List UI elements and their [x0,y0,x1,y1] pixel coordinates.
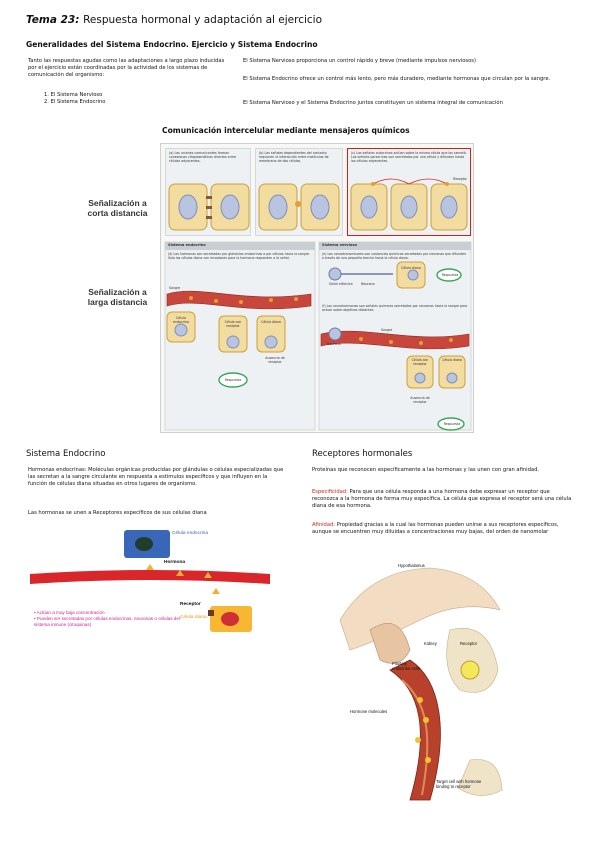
receptor-cell-label: Célula con receptor [224,320,242,328]
target-cell-label-diagram: Célula diana [180,615,207,620]
neuron-label-2: Neurona [327,342,341,346]
receptors-p1: Proteínas que reconocen específicamente … [312,467,540,473]
affinity-text: Propiedad gracias a la cual las hormonas… [312,522,559,536]
blood-stream-shape [30,570,270,584]
panel-e-text: (e) Los neurotransmisores son sustancias… [322,252,467,260]
figure-drawing: Receptor [164,177,472,431]
overview-heading: Generalidades del Sistema Endocrino. Eje… [26,40,318,49]
panel-a-text: (a) Las uniones comunicantes forman cone… [169,151,237,163]
target-cell-label-2: Célula diana [442,358,462,362]
receptor-label-illustration: Receptor [460,641,477,646]
overview-p2: El Sistema Endocrino ofrece un control m… [243,76,551,82]
affinity-label: Afinidad: [312,522,336,528]
target-cell-label: Célula diana [261,320,281,324]
overview-intro: Tanto las respuestas agudas como las ada… [28,58,225,79]
receptors-p2: Especificidad: Para que una célula respo… [312,489,572,511]
hormone-bullets: • Actúan a muy baja concentración • Pued… [34,610,184,628]
hormone-molecules-label: Hormone molecules [350,709,388,714]
panel-d-text: (d) Las hormonas son secretadas por glán… [168,252,310,260]
blood-vessel-endocrine [166,290,312,310]
list-item: 2. El Sistema Endocrino [44,98,106,105]
neuron-label: Neurona [361,282,375,286]
receptor-cell-label-2: Célula con receptor [411,358,429,366]
blood-label-nervous: Sangre [381,328,393,332]
hormone-diagram [30,530,270,632]
panel-b-text: (b) Las señales dependientes del contact… [259,151,329,163]
endocrine-cell-label: Célula endocrina [172,531,209,536]
receptor-label-diagram: Receptor [180,602,201,607]
intercellular-figure: (a) Las uniones comunicantes forman cone… [160,143,474,433]
bullet-item: • Actúan a muy baja concentración [34,610,105,615]
bullet-item: • Pueden ser secretadas por células endo… [34,616,180,627]
receptor-label: Receptor [453,177,468,181]
target-cell-illustration-label: Target cell with hormone binding to rece… [436,779,482,789]
figure-heading: Comunicación intercelular mediante mensa… [162,126,410,135]
response-label-3: Respuesta [443,422,461,426]
electric-signal-label: Señal eléctrica [329,282,353,286]
blood-stream-label: Torrente sanguíneo [40,576,82,581]
short-distance-label: Señalización a corta distancia [87,198,148,218]
endocrine-p1: Hormonas endocrinas: Moléculas orgánicas… [28,467,284,488]
target-cell-label-nervous: Célula diana [401,266,421,270]
panel-c-text: (c) Las señales autocrinas actúan sobre … [351,151,467,163]
endocrine-panel-header: Sistema endocrino [165,242,315,248]
panel-f-text: (f) Los neurohormonas son señales químic… [322,304,468,312]
hypothalamus-label: Hypothalamus [398,563,425,568]
blood-label-endocrine: Sangre [169,286,181,290]
no-receptor-label-2: Ausencia de receptor [410,396,430,404]
title-lead: Tema 23: [26,14,80,26]
receptors-p3: Afinidad: Propiedad gracias a la cual la… [312,522,572,536]
overview-list: 1. El Sistema Nervioso 2. El Sistema End… [44,92,105,106]
endocrine-heading: Sistema Endocrino [26,449,106,459]
page-title: Tema 23: Respuesta hormonal y adaptación… [26,14,322,26]
list-item: 1. El Sistema Nervioso [44,92,103,98]
blood-vessel-nervous [320,330,470,350]
long-distance-label: Señalización a larga distancia [87,287,148,307]
specificity-label: Especificidad: [312,489,348,495]
pituitary-label: Pituitary endocrine cells [392,661,420,671]
specificity-text: Para que una célula responda a una hormo… [312,489,572,510]
response-label-nervous: Respuesta [441,273,459,277]
title-rest: Respuesta hormonal y adaptación al ejerc… [83,14,323,26]
hormone-label: Hormona [164,560,186,565]
nervous-panel-header: Sistema nervioso [319,242,471,248]
receptors-heading: Receptores hormonales [312,449,413,459]
overview-p1: El Sistema Nervioso proporciona un contr… [243,58,477,64]
cells-row-short [168,178,468,231]
hormone-illustration [339,567,503,801]
response-label-endocrine: Respuesta [224,378,242,382]
endocrine-cell-label: Célula endocrina [173,316,189,324]
no-receptor-label: Ausencia de receptor [265,356,285,364]
kidney-label: Kidney [424,641,437,646]
endocrine-p2: Las hormonas se unen a Receptores especí… [28,510,207,516]
overview-p3: El Sistema Nervioso y el Sistema Endocri… [243,100,503,106]
